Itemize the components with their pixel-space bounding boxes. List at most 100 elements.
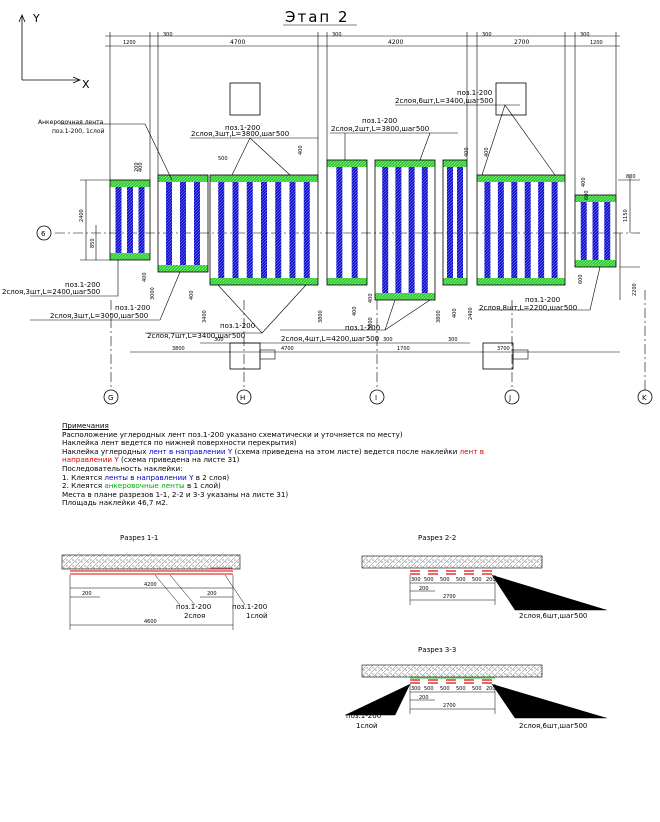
svg-text:200: 200	[134, 162, 140, 172]
carbon-strip-y	[115, 180, 122, 260]
svg-text:200: 200	[486, 686, 496, 692]
svg-text:1150: 1150	[623, 209, 629, 222]
callout-pos: поз.1-200	[65, 281, 100, 289]
svg-text:400: 400	[368, 293, 374, 303]
callout-pos: поз.1-200	[457, 89, 492, 97]
carbon-strip-y	[336, 160, 343, 285]
carbon-strip-y	[261, 175, 267, 285]
svg-text:3400: 3400	[202, 310, 208, 323]
svg-text:2слоя,6шт,шаг500: 2слоя,6шт,шаг500	[519, 722, 587, 730]
column	[229, 342, 261, 370]
section-title: Разрез 1-1	[120, 534, 158, 542]
axis-marker-6	[36, 225, 52, 241]
axis-x-label: X	[82, 78, 90, 91]
grid-axis-markers	[103, 389, 653, 405]
callout-pos: поз.1-200	[220, 322, 255, 330]
notes-block: Примечания Расположение углеродных лент …	[62, 421, 632, 508]
carbon-strip-y	[604, 195, 611, 267]
column	[495, 82, 527, 116]
svg-text:400: 400	[352, 306, 358, 316]
axis-label-6: 6	[41, 230, 46, 238]
anchor-label: Анкеровочная лента	[38, 119, 104, 126]
svg-text:4700: 4700	[281, 346, 294, 352]
callout-pos: поз.1-200	[525, 296, 560, 304]
note-line: направлении Y (схема приведена на листе …	[62, 455, 240, 465]
leader-lines	[30, 104, 601, 334]
svg-text:400: 400	[581, 177, 587, 187]
panel-outlines	[109, 159, 617, 301]
callout-desc: 2слоя,2шт,L=3800,шаг500	[331, 125, 429, 133]
bottom-dim-labels: 3800 300 4700 300 1700 300 3700	[172, 337, 510, 352]
svg-text:1200: 1200	[123, 40, 136, 46]
svg-text:600: 600	[584, 190, 590, 200]
carbon-strip-y	[127, 180, 133, 260]
svg-text:поз.1-200: поз.1-200	[537, 602, 572, 610]
svg-text:850: 850	[90, 238, 96, 248]
note-line: Площадь наклейки 46,7 м2.	[62, 498, 169, 508]
svg-text:поз.1-200: поз.1-200	[346, 712, 381, 720]
svg-text:300: 300	[163, 32, 173, 38]
carbon-strip-y	[538, 175, 545, 285]
carbon-strip-y	[395, 160, 402, 300]
grid-axis-lines	[110, 290, 646, 390]
note-line: Наклейка лент ведется по нижней поверхно…	[62, 438, 297, 448]
carbon-strip-y	[218, 175, 225, 285]
callout-desc: 2слоя,3шт,L=3000,шаг500	[50, 312, 148, 320]
svg-text:1700: 1700	[397, 346, 410, 352]
svg-text:200: 200	[419, 695, 429, 701]
svg-text:500: 500	[218, 156, 228, 162]
svg-text:300: 300	[411, 686, 421, 692]
callout-pos: поз.1-200	[362, 117, 397, 125]
anchor-strip	[210, 278, 318, 285]
svg-text:500: 500	[424, 577, 434, 583]
svg-text:300: 300	[383, 337, 393, 343]
anchor-strip	[477, 278, 565, 285]
svg-text:400: 400	[298, 145, 304, 155]
anchor-strip	[477, 175, 565, 182]
svg-text:500: 500	[440, 686, 450, 692]
svg-text:500: 500	[440, 577, 450, 583]
carbon-strip-y	[457, 160, 463, 285]
carbon-strips	[110, 160, 616, 300]
carbon-strip-y	[524, 175, 531, 285]
svg-text:500: 500	[456, 686, 466, 692]
svg-text:2700: 2700	[443, 703, 456, 709]
note-line: 2. Клеятся анкеровочные ленты в 1 слой)	[62, 481, 221, 491]
anchor-strip	[210, 175, 318, 182]
svg-text:200: 200	[419, 586, 429, 592]
svg-text:3800: 3800	[368, 317, 374, 330]
bottom-dimension-chain	[130, 342, 620, 353]
anchor-strip	[158, 175, 208, 182]
note-line: 1. Клеятся ленты в направлении Y в 2 сло…	[62, 472, 230, 482]
svg-text:2200: 2200	[632, 283, 638, 296]
callout-desc: 2слоя,3шт,L=2400,шаг500	[2, 288, 100, 296]
anchor-strip	[327, 160, 367, 167]
svg-text:400: 400	[142, 272, 148, 282]
svg-text:200: 200	[486, 577, 496, 583]
carbon-strip-y	[351, 160, 358, 285]
axis-y-label: Y	[32, 12, 40, 25]
axis-label-J: J	[508, 394, 511, 402]
callout-desc: 2слоя,6шт,L=3400,шаг500	[395, 97, 493, 105]
axis-label-K: K	[642, 394, 647, 402]
axis-label-I: I	[375, 394, 377, 402]
callout-pos: поз.1-200	[345, 324, 380, 332]
anchor-strip	[375, 160, 435, 167]
column-small	[512, 349, 529, 360]
svg-text:2400: 2400	[468, 307, 474, 320]
svg-text:2400: 2400	[79, 209, 85, 222]
svg-text:400: 400	[138, 162, 144, 172]
svg-text:3000: 3000	[150, 287, 156, 300]
note-line: Последовательность наклейки:	[62, 463, 183, 473]
svg-text:4200: 4200	[388, 39, 403, 46]
svg-text:поз.1-200: поз.1-200	[176, 603, 211, 611]
svg-text:3800: 3800	[436, 310, 442, 323]
svg-text:поз.1-200: поз.1-200	[232, 603, 267, 611]
anchor-strip	[110, 253, 150, 260]
carbon-strip-y	[580, 195, 587, 267]
section-1-1: Разрез 1-1 4200 200 200 4600 поз.1-200 2…	[61, 534, 268, 630]
page-title: Этап 2	[285, 8, 350, 26]
carbon-strip-y	[511, 175, 518, 285]
anchor-strip	[375, 293, 435, 300]
